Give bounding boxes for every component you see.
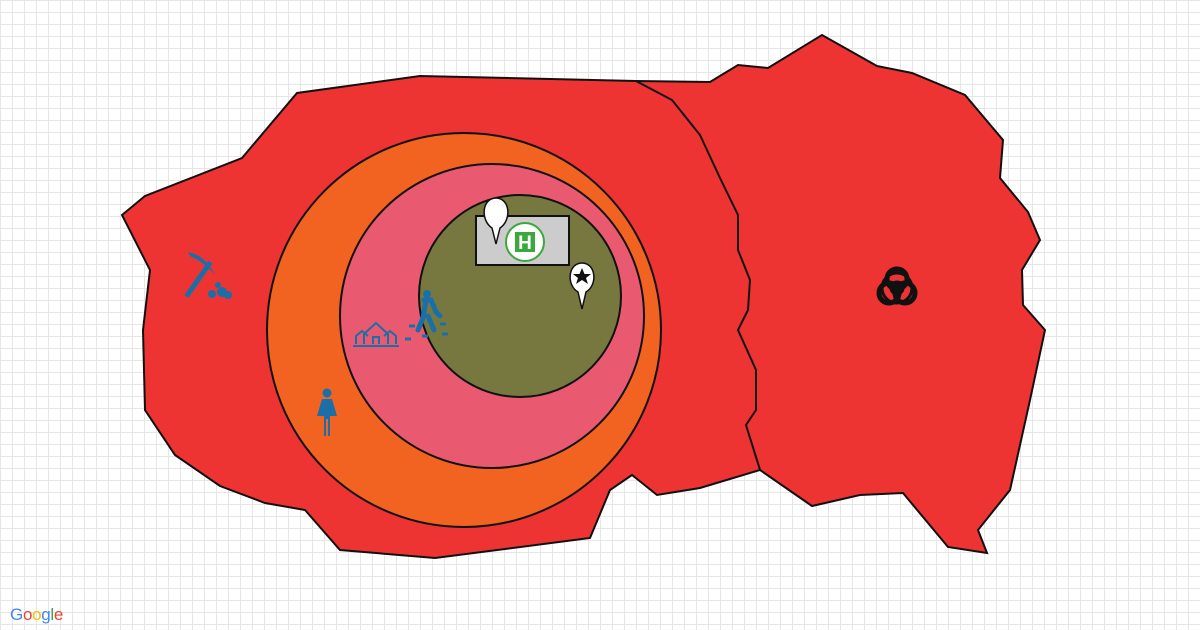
inner-zone[interactable] <box>418 194 622 398</box>
hospital-icon[interactable]: H <box>475 215 570 266</box>
house-icon <box>353 321 399 347</box>
woman-icon <box>317 388 337 436</box>
logo-letter: o <box>32 605 42 624</box>
star-pin-icon[interactable] <box>569 262 595 310</box>
logo-letter: e <box>53 605 64 624</box>
outer-zone-right[interactable] <box>634 33 1047 555</box>
logo-letter: o <box>22 605 33 624</box>
mining-icon <box>184 252 232 299</box>
google-logo[interactable]: Google <box>10 605 63 625</box>
walking-person-icon <box>405 290 449 341</box>
logo-letter: G <box>10 605 23 624</box>
map-pin-icon[interactable] <box>483 197 509 245</box>
hospital-letter: H <box>518 233 532 254</box>
logo-letter: g <box>41 605 51 624</box>
logo-letter: l <box>50 605 54 624</box>
biohazard-icon <box>876 266 918 306</box>
